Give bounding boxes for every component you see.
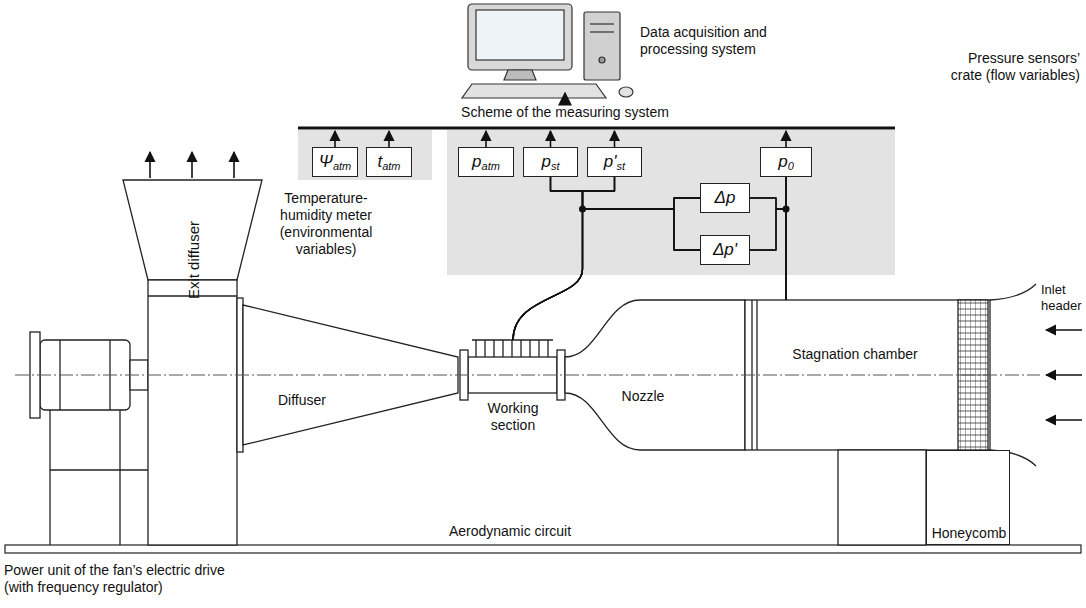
diffuser: Diffuser: [262, 391, 342, 413]
connector: [583, 177, 701, 250]
connector: [551, 177, 701, 209]
connector: [513, 198, 700, 340]
panel-ground: [447, 130, 895, 275]
connector: [513, 177, 615, 340]
inflow-arrow: [1046, 419, 1082, 421]
sensor-box: tatm: [366, 147, 412, 177]
sensor-box: p'st: [587, 147, 642, 177]
system-label: Data acquisition and processing system: [640, 24, 800, 58]
signal-arrow: [564, 93, 566, 103]
node-text: pst: [541, 152, 559, 172]
node-text: Nozzle: [608, 388, 678, 405]
signal-arrow: [550, 131, 552, 147]
exit-diffuser: Exit diffuser: [172, 205, 214, 315]
honeycomb-support: Honeycomb: [926, 450, 1010, 545]
junction-dot: [579, 206, 586, 213]
sensor-panel: Pressure sensors’ crate (flow variables)…: [447, 130, 895, 275]
node-text: patm: [472, 152, 500, 172]
node-text: Stagnation chamber: [789, 346, 920, 363]
panel-ground: [298, 130, 432, 180]
sensor-box: patm: [458, 147, 514, 177]
node-text: Diffuser: [262, 392, 342, 409]
node-text: Δp: [715, 188, 736, 208]
connector: [750, 198, 786, 300]
data-bus: [298, 127, 895, 130]
connector: [785, 177, 786, 300]
part-label: Power unit of the fan’s electric drive (…: [4, 562, 244, 596]
node-text: Ψatm: [319, 152, 351, 172]
sensor-box: pst: [523, 147, 578, 177]
node-text: p0: [778, 152, 794, 172]
exhaust-arrow: [149, 152, 151, 178]
sensor-panel: Temperature-humidity meter (environmenta…: [298, 130, 432, 180]
signal-arrow: [614, 131, 616, 147]
centerline: [15, 375, 1040, 376]
connector: [750, 177, 786, 250]
sensor-box: Δp: [700, 183, 750, 213]
working-section-shape: [460, 340, 565, 400]
sensor-box: Ψatm: [312, 147, 358, 177]
node-text: Δp': [713, 240, 737, 260]
working-section: Working section: [458, 340, 568, 435]
exit-diffuser-housing: [123, 180, 262, 545]
base-plate: [5, 545, 1081, 553]
signal-arrow: [485, 131, 487, 147]
fan-motor: [30, 332, 148, 545]
node-text: Working section: [473, 400, 553, 434]
part-label: Inlet header: [1041, 282, 1085, 314]
inflow-arrow: [1046, 329, 1082, 331]
node-text: Pressure sensors’ crate (flow variables): [947, 50, 1080, 84]
junction-dot: [783, 206, 790, 213]
node-text: Exit diffuser: [185, 221, 202, 299]
connector: [750, 177, 786, 209]
connector: [513, 209, 700, 340]
exhaust-arrow: [191, 152, 193, 178]
signal-arrow: [334, 131, 336, 147]
sensor-box: p0: [760, 147, 812, 177]
stagnation-chamber: Stagnation chamber: [745, 300, 990, 450]
node-text: tatm: [377, 152, 400, 172]
node-text: Temperature-humidity meter (environmenta…: [262, 190, 390, 258]
signal-arrow: [785, 131, 787, 147]
inflow-arrow: [1046, 374, 1082, 376]
computer-icon: [462, 4, 633, 98]
nozzle: Nozzle: [608, 387, 678, 409]
connector: [583, 177, 701, 209]
connector: [750, 209, 786, 300]
connector: [551, 177, 701, 250]
scheme-title: Scheme of the measuring system: [400, 104, 730, 121]
exhaust-arrow: [233, 152, 235, 178]
signal-arrow: [388, 131, 390, 147]
part-label: Aerodynamic circuit: [430, 523, 590, 540]
sensor-box: Δp': [700, 235, 750, 265]
node-text: Honeycomb: [927, 525, 1011, 542]
node-text: p'st: [604, 152, 625, 172]
